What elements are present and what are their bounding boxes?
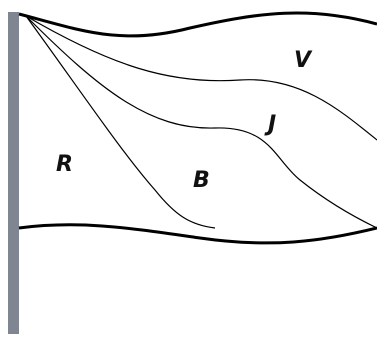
region-label-v: V xyxy=(294,48,313,73)
flag-top-edge xyxy=(18,11,377,38)
region-label-b: B xyxy=(193,168,210,193)
divider-b-r xyxy=(25,15,216,229)
divider-v-j xyxy=(25,15,377,141)
flag-pole xyxy=(8,12,19,334)
region-label-r: R xyxy=(56,152,73,177)
flag-bottom-edge xyxy=(18,223,377,245)
divider-j-b xyxy=(25,15,377,229)
region-label-j: J xyxy=(264,112,276,137)
